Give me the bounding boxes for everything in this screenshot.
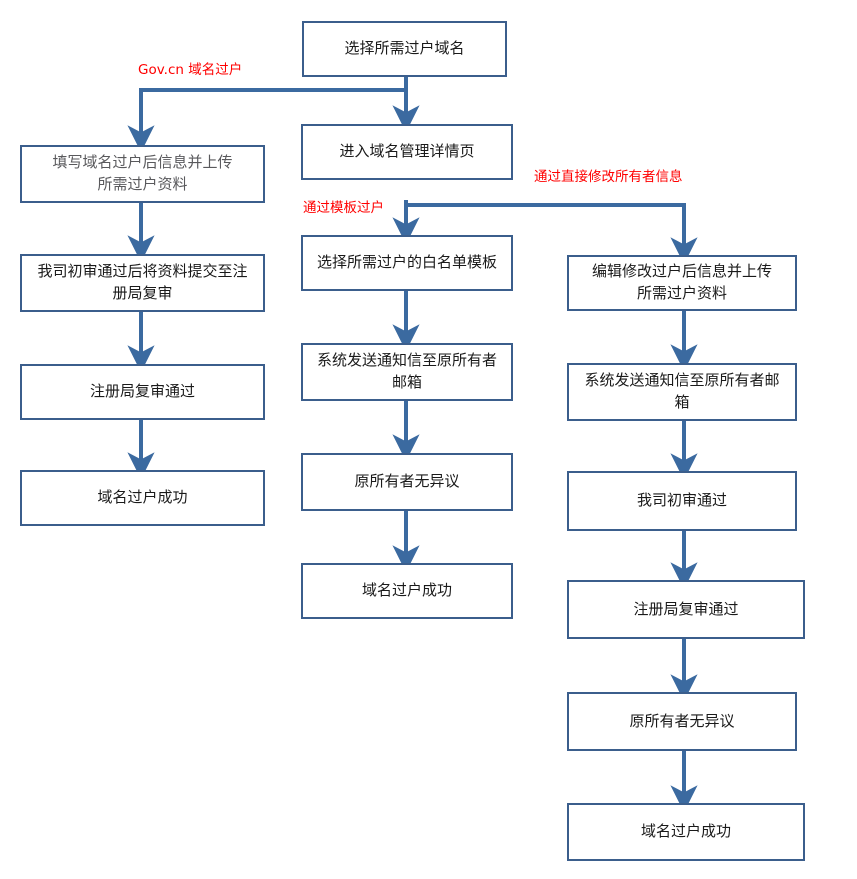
- node-left-4[interactable]: 域名过户成功: [20, 470, 265, 526]
- node-center-3[interactable]: 系统发送通知信至原所有者 邮箱: [301, 343, 513, 401]
- edge-label-gov-branch: Gov.cn 域名过户: [138, 62, 243, 78]
- node-right-1[interactable]: 编辑修改过户后信息并上传 所需过户资料: [567, 255, 797, 311]
- node-center-1[interactable]: 进入域名管理详情页: [301, 124, 513, 180]
- node-right-6-label: 域名过户成功: [640, 822, 731, 841]
- node-left-3-label: 注册局复审通过: [89, 382, 195, 401]
- node-center-2[interactable]: 选择所需过户的白名单模板: [301, 235, 513, 291]
- node-center-5[interactable]: 域名过户成功: [301, 563, 513, 619]
- node-right-4-label: 注册局复审通过: [633, 599, 739, 618]
- node-right-4[interactable]: 注册局复审通过: [567, 580, 805, 639]
- node-center-5-label: 域名过户成功: [361, 581, 452, 600]
- edge-label-template-branch: 通过模板过户: [303, 200, 384, 216]
- node-left-3[interactable]: 注册局复审通过: [20, 364, 265, 420]
- node-center-1-label: 进入域名管理详情页: [339, 142, 475, 161]
- node-center-3-label: 系统发送通知信至原所有者 邮箱: [316, 351, 497, 391]
- node-center-2-label: 选择所需过户的白名单模板: [316, 253, 497, 272]
- node-left-1-label: 填写域名过户后信息并上传 所需过户资料: [52, 153, 233, 193]
- node-right-2[interactable]: 系统发送通知信至原所有者邮 箱: [567, 363, 797, 421]
- node-start[interactable]: 选择所需过户域名: [302, 21, 507, 77]
- node-right-5-label: 原所有者无异议: [629, 711, 735, 730]
- node-center-4-label: 原所有者无异议: [354, 472, 460, 491]
- node-left-4-label: 域名过户成功: [97, 488, 188, 507]
- node-left-2[interactable]: 我司初审通过后将资料提交至注 册局复审: [20, 254, 265, 312]
- node-right-1-label: 编辑修改过户后信息并上传 所需过户资料: [591, 262, 772, 302]
- edge-label-direct-modify-branch: 通过直接修改所有者信息: [534, 169, 683, 185]
- node-right-6[interactable]: 域名过户成功: [567, 803, 805, 861]
- node-right-3-label: 我司初审通过: [636, 491, 727, 510]
- node-right-3[interactable]: 我司初审通过: [567, 471, 797, 531]
- node-left-1[interactable]: 填写域名过户后信息并上传 所需过户资料: [20, 145, 265, 203]
- node-right-2-label: 系统发送通知信至原所有者邮 箱: [584, 371, 780, 411]
- node-start-label: 选择所需过户域名: [344, 39, 465, 58]
- node-center-4[interactable]: 原所有者无异议: [301, 453, 513, 511]
- node-left-2-label: 我司初审通过后将资料提交至注 册局复审: [37, 262, 248, 302]
- node-right-5[interactable]: 原所有者无异议: [567, 692, 797, 751]
